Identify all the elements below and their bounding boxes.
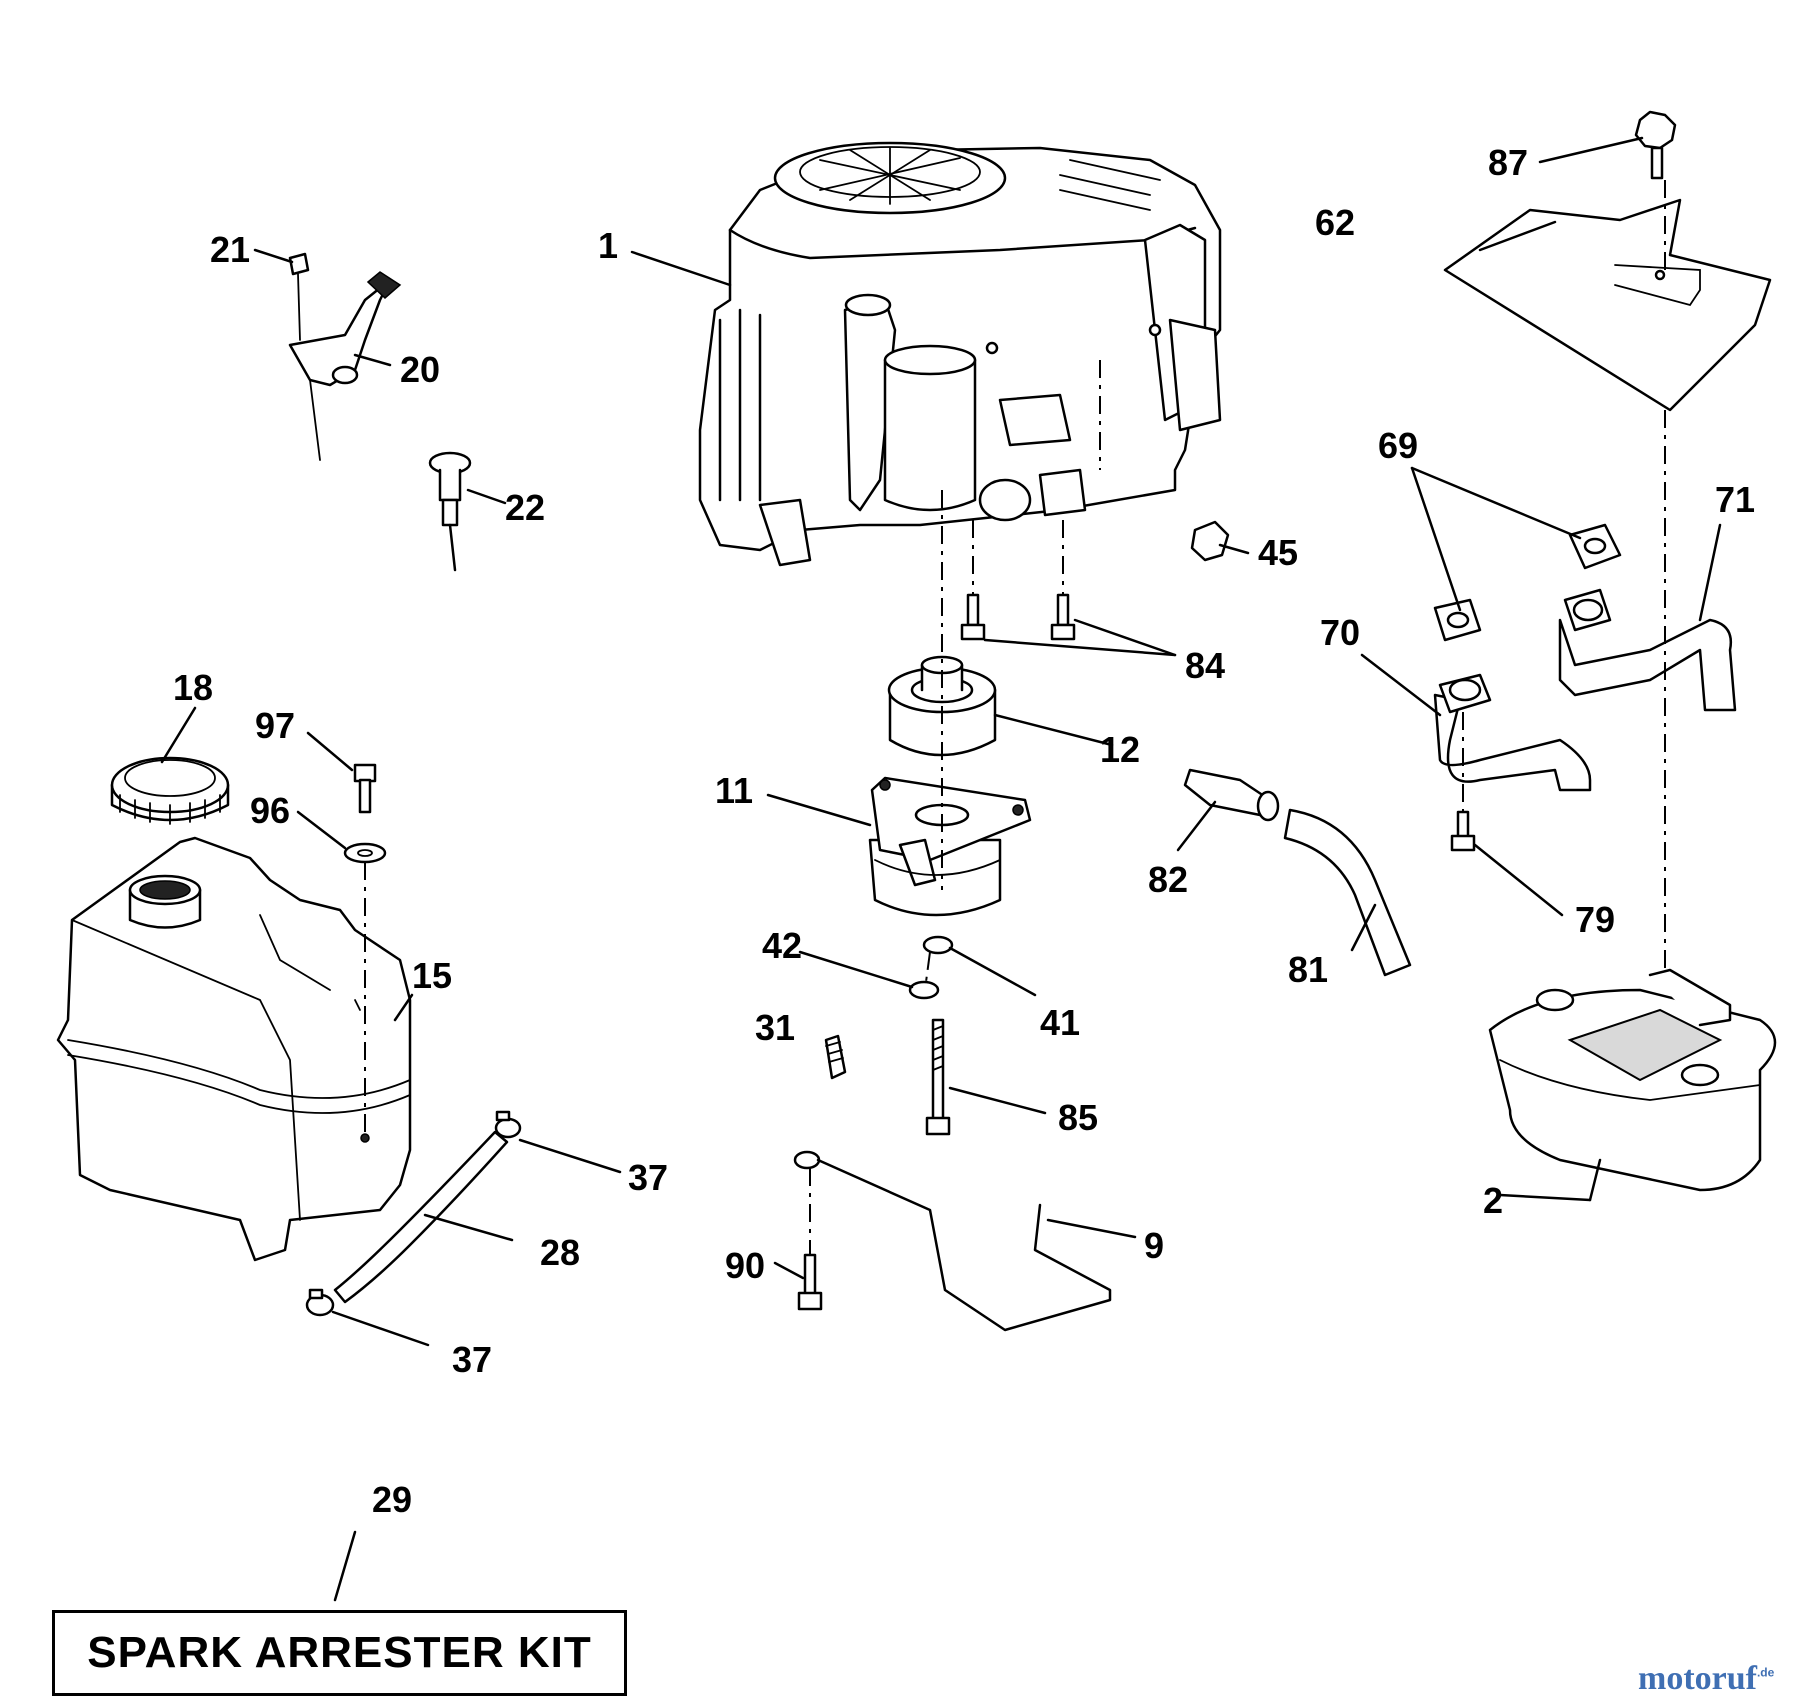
callout-90: 90 xyxy=(725,1245,765,1286)
part-clamp-37-bottom xyxy=(305,1288,335,1317)
callout-87: 87 xyxy=(1488,142,1528,183)
part-bolt-85 xyxy=(925,1018,951,1136)
part-choke-22 xyxy=(428,451,472,572)
callout-96: 96 xyxy=(250,790,290,831)
callout-79: 79 xyxy=(1575,899,1615,940)
callout-70: 70 xyxy=(1320,612,1360,653)
callout-85: 85 xyxy=(1058,1097,1098,1138)
part-bolt-21 xyxy=(288,252,310,341)
callout-20: 20 xyxy=(400,349,440,390)
part-exhaust-pipe-70 xyxy=(1433,673,1592,792)
part-bolt-97 xyxy=(353,763,377,814)
callout-37-top: 37 xyxy=(628,1157,668,1198)
callout-45: 45 xyxy=(1258,532,1298,573)
part-pulley-12 xyxy=(887,655,997,757)
part-bolt-87 xyxy=(1634,110,1677,180)
callout-82: 82 xyxy=(1148,859,1188,900)
callout-labels: 1 2 9 11 12 15 18 20 21 22 28 29 31 37 3… xyxy=(173,142,1755,1520)
callout-15: 15 xyxy=(412,955,452,996)
watermark-brand: motoruf xyxy=(1638,1660,1757,1697)
part-clamp-37-top xyxy=(494,1110,522,1139)
spark-arrester-kit-box: SPARK ARRESTER KIT xyxy=(52,1610,627,1696)
callout-29: 29 xyxy=(372,1479,412,1520)
watermark-tld: .de xyxy=(1756,1665,1775,1680)
part-hose-81 xyxy=(1283,808,1412,977)
callout-84: 84 xyxy=(1185,645,1225,686)
part-clutch-11 xyxy=(868,776,1032,917)
alignment-lines xyxy=(364,180,1666,1255)
part-throttle-20 xyxy=(288,271,402,461)
part-bolts-84 xyxy=(960,593,1076,641)
part-fuel-cap-18 xyxy=(110,756,230,825)
callout-62: 62 xyxy=(1315,202,1355,243)
callout-41: 41 xyxy=(1040,1002,1080,1043)
part-bolt-90 xyxy=(797,1253,823,1311)
part-brace-9 xyxy=(793,1150,1112,1332)
callout-71: 71 xyxy=(1715,479,1755,520)
part-switch-82 xyxy=(1183,768,1280,822)
spark-arrester-kit-label: SPARK ARRESTER KIT xyxy=(87,1628,592,1677)
callout-11: 11 xyxy=(715,770,753,811)
callout-81: 81 xyxy=(1288,949,1328,990)
callout-37-bottom: 37 xyxy=(452,1339,492,1380)
callout-97: 97 xyxy=(255,705,295,746)
callout-9: 9 xyxy=(1144,1225,1164,1266)
part-engine xyxy=(698,141,1222,567)
callout-22: 22 xyxy=(505,487,545,528)
part-fuel-line-28 xyxy=(333,1130,509,1304)
part-fuel-tank-15 xyxy=(56,836,412,1262)
callout-18: 18 xyxy=(173,667,213,708)
part-washer-96 xyxy=(343,842,387,864)
watermark: motoruf.de xyxy=(1638,1660,1774,1698)
callout-31: 31 xyxy=(755,1007,795,1048)
part-exhaust-pipe-71 xyxy=(1558,588,1737,712)
part-washers xyxy=(908,935,954,1000)
callout-69: 69 xyxy=(1378,425,1418,466)
part-muffler xyxy=(1488,968,1777,1192)
part-bolt-79 xyxy=(1450,810,1476,852)
leader-lines xyxy=(160,136,1722,1602)
part-spring-31 xyxy=(824,1034,847,1080)
part-heat-shield xyxy=(1443,198,1772,412)
part-gaskets-69 xyxy=(1433,523,1622,642)
part-nut-45 xyxy=(1190,520,1230,562)
callout-28: 28 xyxy=(540,1232,580,1273)
callout-12: 12 xyxy=(1100,729,1140,770)
callout-2: 2 xyxy=(1483,1180,1503,1221)
callout-42: 42 xyxy=(762,925,802,966)
callout-21: 21 xyxy=(210,229,250,270)
callout-1: 1 xyxy=(598,225,618,266)
